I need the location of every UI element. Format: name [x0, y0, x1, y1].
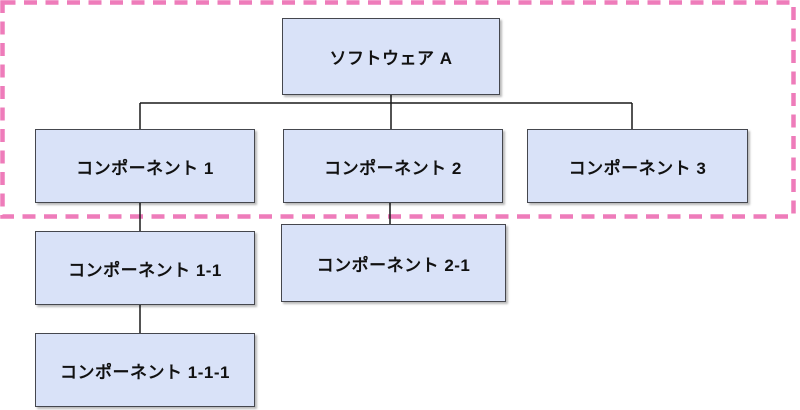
- node-software-a: ソフトウェア A: [282, 18, 500, 95]
- node-component-1: コンポーネント 1: [35, 129, 255, 203]
- node-component-2: コンポーネント 2: [283, 129, 503, 203]
- node-component-1-1: コンポーネント 1-1: [35, 231, 255, 305]
- highlight-dashed-rect: [0, 0, 796, 219]
- node-component-2-1: コンポーネント 2-1: [281, 224, 506, 302]
- node-component-3: コンポーネント 3: [527, 129, 748, 203]
- node-component-1-1-1: コンポーネント 1-1-1: [35, 333, 255, 407]
- connector-lines: [139, 94, 633, 334]
